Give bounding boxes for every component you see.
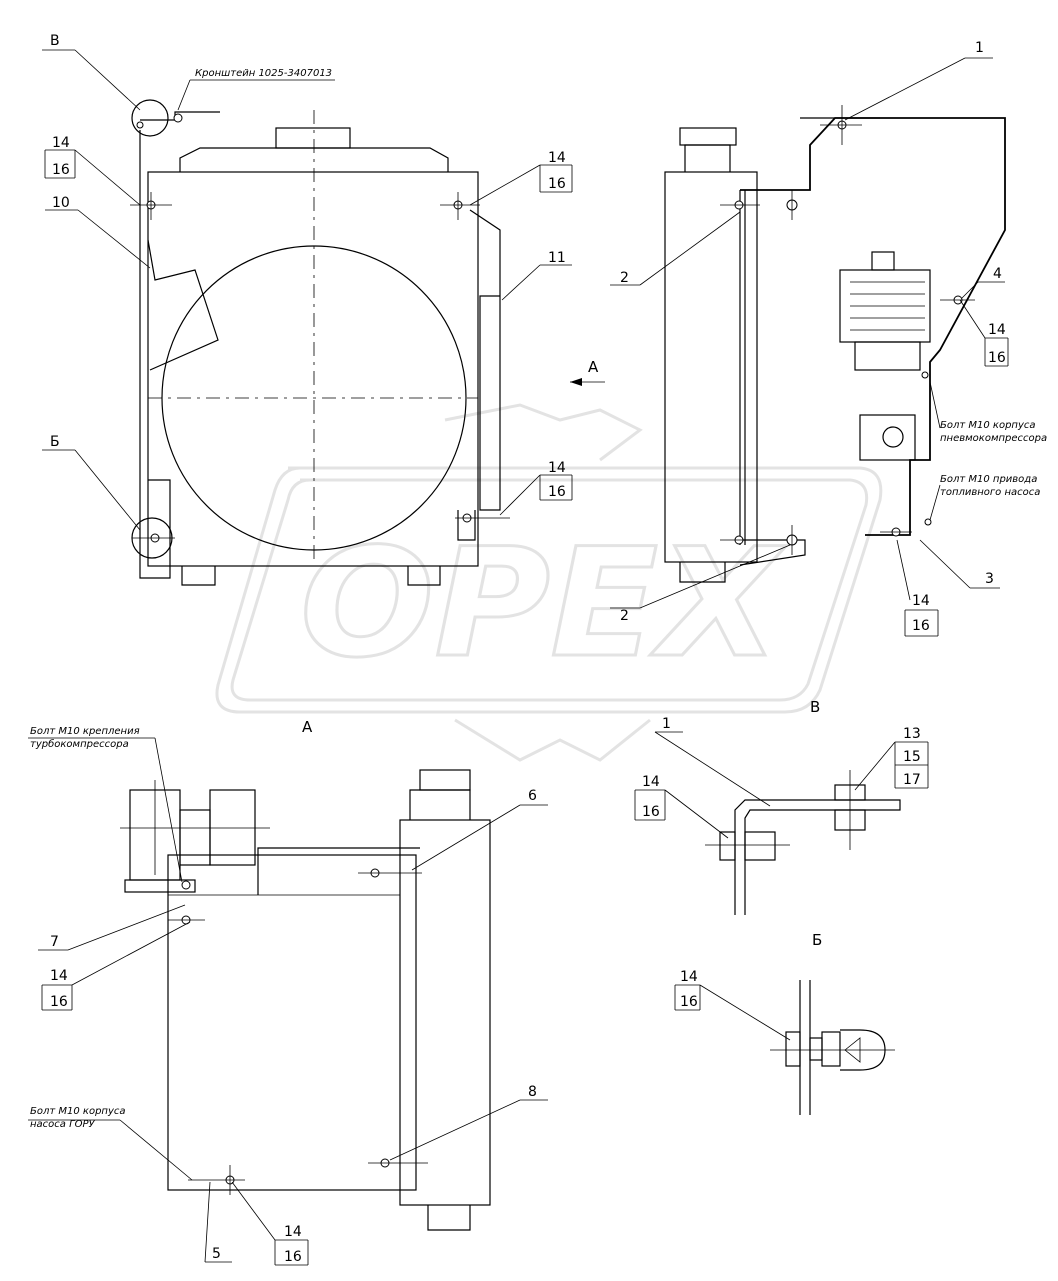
note-turbo-line1: Болт М10 крепления (30, 726, 140, 737)
callout-16: 16 (548, 176, 566, 192)
callout-14: 14 (988, 322, 1006, 338)
callout-14: 14 (642, 774, 660, 790)
detail-b (674, 980, 895, 1115)
view-a (28, 737, 548, 1266)
callout-5: 5 (212, 1246, 221, 1262)
callout-16: 16 (680, 994, 698, 1010)
callout-16: 16 (548, 484, 566, 500)
callout-2: 2 (620, 608, 629, 624)
callout-1: 1 (662, 716, 671, 732)
note-fuel-pump-line1: Болт М10 привода (940, 474, 1037, 485)
watermark-text: OPEX (300, 517, 787, 691)
note-fuel-pump-line2: топливного насоса (940, 487, 1040, 498)
note-gory-line2: насоса ГОРУ (30, 1119, 96, 1130)
callout-14: 14 (680, 969, 698, 985)
watermark-logo: OPEX (215, 403, 883, 762)
callout-16: 16 (284, 1249, 302, 1265)
note-bracket: Кронштейн 1025-3407013 (195, 68, 332, 79)
callout-3: 3 (985, 571, 994, 587)
radiator-side-view (610, 57, 1009, 637)
title-view-b: Б (812, 931, 822, 949)
callout-14: 14 (284, 1224, 302, 1240)
callout-17: 17 (903, 772, 921, 788)
detail-v (634, 731, 929, 915)
note-gory-line1: Болт М10 корпуса (30, 1106, 126, 1117)
title-view-a: А (302, 718, 313, 736)
radiator-front-view (42, 49, 605, 586)
callout-16: 16 (52, 162, 70, 178)
title-view-v: В (810, 698, 820, 716)
label-view-a-arrow: А (588, 358, 599, 376)
note-turbo-line2: турбокомпрессора (30, 738, 129, 750)
label-view-v-marker: В (50, 33, 60, 49)
callout-14: 14 (50, 968, 68, 984)
callout-14: 14 (52, 135, 70, 151)
callout-16: 16 (988, 350, 1006, 366)
callout-10: 10 (52, 195, 70, 211)
callout-14: 14 (912, 593, 930, 609)
labels: В Кронштейн 1025-3407013 14 16 10 14 16 … (30, 33, 1047, 1265)
callout-14: 14 (548, 150, 566, 166)
callout-15: 15 (903, 749, 921, 765)
callout-1: 1 (975, 40, 984, 56)
callout-7: 7 (50, 934, 59, 950)
callout-16: 16 (50, 994, 68, 1010)
callout-11: 11 (548, 250, 566, 266)
callout-13: 13 (903, 726, 921, 742)
note-compressor-line2: пневмокомпрессора (940, 433, 1047, 444)
callout-16: 16 (642, 804, 660, 820)
label-view-b-marker: Б (50, 434, 60, 450)
callout-16: 16 (912, 618, 930, 634)
callout-14: 14 (548, 460, 566, 476)
note-compressor-line1: Болт М10 корпуса (940, 420, 1036, 431)
callout-8: 8 (528, 1084, 537, 1100)
callout-2: 2 (620, 270, 629, 286)
callout-6: 6 (528, 788, 537, 804)
callout-4: 4 (993, 266, 1002, 282)
